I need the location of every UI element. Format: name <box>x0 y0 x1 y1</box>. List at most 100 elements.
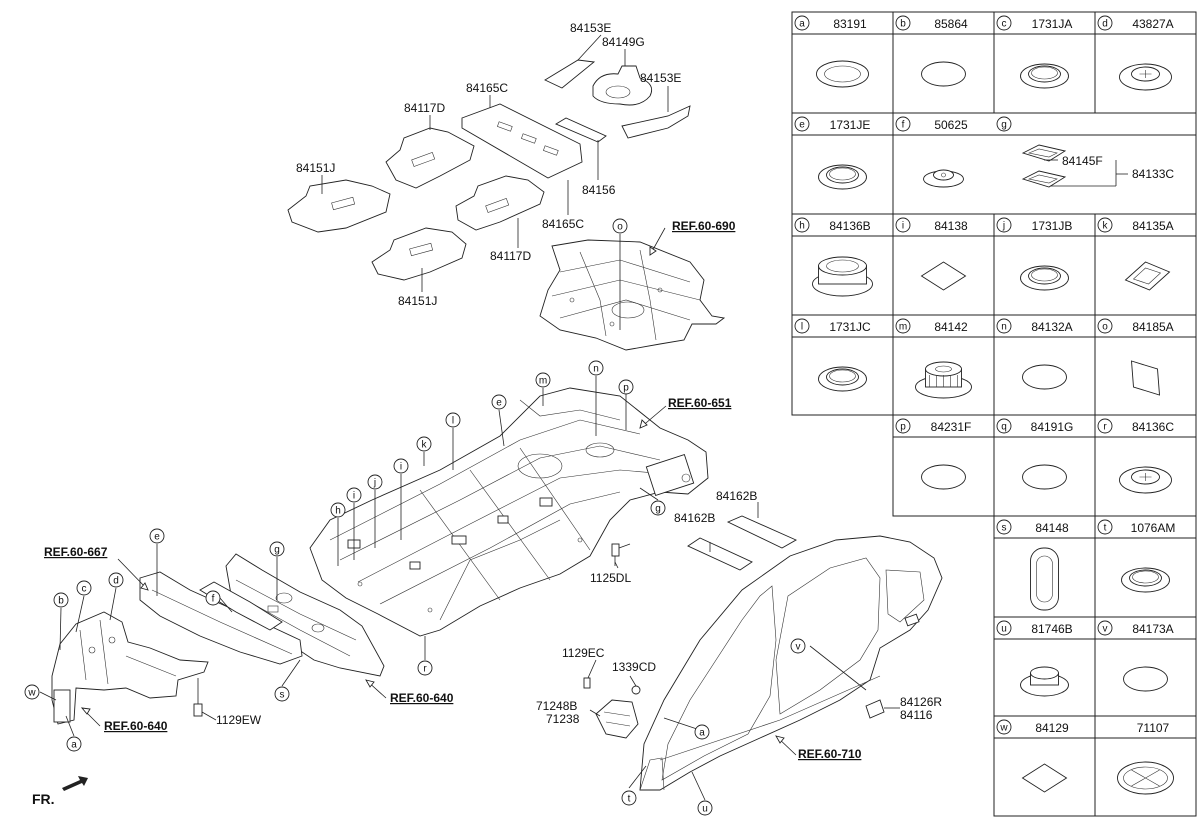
legend-letter: s <box>1002 523 1007 534</box>
svg-text:s: s <box>280 690 285 701</box>
legend-letter-circle: j <box>996 217 1012 233</box>
svg-text:t: t <box>628 794 631 805</box>
label-84116: 84116 <box>900 708 933 722</box>
legend-part-code: 84138 <box>934 219 968 233</box>
ref-60-651: REF.60-651 <box>668 396 732 410</box>
front-arrow-icon <box>62 776 88 791</box>
svg-text:m: m <box>539 376 547 387</box>
callout-i2: i <box>346 487 362 503</box>
callout-o: o <box>612 218 628 234</box>
legend-letter: d <box>1102 19 1108 30</box>
legend-letter-circle: e <box>794 116 810 132</box>
ring-plug-icon <box>818 164 867 190</box>
main-floor-panel <box>309 387 709 637</box>
legend-letter-circle: i <box>895 217 911 233</box>
pad-84156 <box>555 117 607 143</box>
svg-text:d: d <box>113 576 119 587</box>
callouts: o m n p e l k i j i h g r e g f d c b w … <box>24 218 806 816</box>
callout-g-left: g <box>269 541 285 557</box>
oval-plug-icon <box>1022 364 1067 390</box>
pad-84153e-top <box>544 59 596 89</box>
callout-a-left: a <box>66 736 82 752</box>
legend-part-code: 84191G <box>1031 420 1074 434</box>
callout-f: f <box>205 590 221 606</box>
ref-labels: REF.60-690 REF.60-651 REF.60-667 REF.60-… <box>44 219 862 761</box>
callout-i1: i <box>393 458 409 474</box>
large-grommet-icon <box>812 256 873 297</box>
label-84117d-top: 84117D <box>404 101 445 115</box>
pad-84151j-bottom <box>371 227 467 281</box>
legend-part-code: 84132A <box>1031 320 1072 334</box>
legend-letter: c <box>1002 19 1007 30</box>
svg-text:f: f <box>212 594 215 605</box>
svg-text:i: i <box>400 462 402 473</box>
legend-letter-circle: o <box>1097 318 1113 334</box>
cross-grommet-icon <box>1117 761 1174 795</box>
label-84165c-bottom: 84165C <box>542 217 584 231</box>
svg-text:j: j <box>373 478 376 489</box>
legend-part-code: 84136C <box>1132 420 1174 434</box>
legend-cell-s-18: s 84148 <box>996 519 1069 611</box>
callout-e-mid: e <box>491 394 507 410</box>
cap-grommet-icon <box>1020 666 1069 697</box>
legend-part-code: 1731JC <box>829 320 871 334</box>
label-84149g: 84149G <box>602 35 645 49</box>
legend-letter-circle: l <box>794 318 810 334</box>
pad-84153e-right <box>621 105 691 139</box>
legend-letter-circle: k <box>1097 217 1113 233</box>
square-pad-icon <box>1131 360 1160 396</box>
legend-part-code: 84136B <box>829 219 870 233</box>
legend-letter: h <box>799 221 805 232</box>
svg-text:c: c <box>82 584 87 595</box>
label-84162b-b: 84162B <box>716 489 757 503</box>
diamond-pad-icon <box>1021 763 1068 793</box>
callout-g-right: g <box>650 500 666 516</box>
legend-part-code: 84148 <box>1035 521 1069 535</box>
legend-part-code: 1731JE <box>830 118 871 132</box>
callout-s: s <box>274 686 290 702</box>
ring-plug-icon <box>1020 265 1069 291</box>
legend-part-code: 84231F <box>931 420 972 434</box>
svg-text:l: l <box>452 416 454 427</box>
callout-c: c <box>76 580 92 596</box>
diamond-pad-icon <box>920 261 967 291</box>
svg-text:v: v <box>796 642 801 653</box>
oval-plug-icon <box>1123 666 1168 692</box>
slot-grommet-icon <box>1030 547 1059 611</box>
callout-a-right: a <box>694 724 710 740</box>
legend-letter-circle: r <box>1097 418 1113 434</box>
legend-letter-circle: b <box>895 15 911 31</box>
legend-letter-circle: q <box>996 418 1012 434</box>
legend-cell-p-15: p 84231F <box>895 418 972 490</box>
legend-cell-r-17: r 84136C <box>1097 418 1174 494</box>
legend-letter-circle: d <box>1097 15 1113 31</box>
legend-letter: r <box>1103 422 1107 433</box>
ring-plug-icon <box>1121 567 1170 593</box>
label-84151j-top: 84151J <box>296 161 335 175</box>
pad-84162b-a <box>687 537 753 571</box>
legend-table <box>791 11 1197 817</box>
legend-part-code: 84129 <box>1035 721 1069 735</box>
svg-text:w: w <box>27 688 36 699</box>
legend-letter-circle: u <box>996 620 1012 636</box>
legend-letter: u <box>1001 624 1007 635</box>
svg-text:g: g <box>274 545 280 556</box>
svg-text:n: n <box>593 364 599 375</box>
legend-part-code: 1731JB <box>1032 219 1073 233</box>
label-71248b: 71248B <box>536 699 577 713</box>
callout-r: r <box>417 660 433 676</box>
svg-text:a: a <box>71 740 77 751</box>
callout-n: n <box>588 360 604 376</box>
legend-letter: p <box>900 422 906 433</box>
pad-84117d-bottom <box>455 175 545 231</box>
legend-letter-circle: v <box>1097 620 1113 636</box>
callout-l: l <box>445 412 461 428</box>
pad-84162b-b <box>726 515 797 549</box>
